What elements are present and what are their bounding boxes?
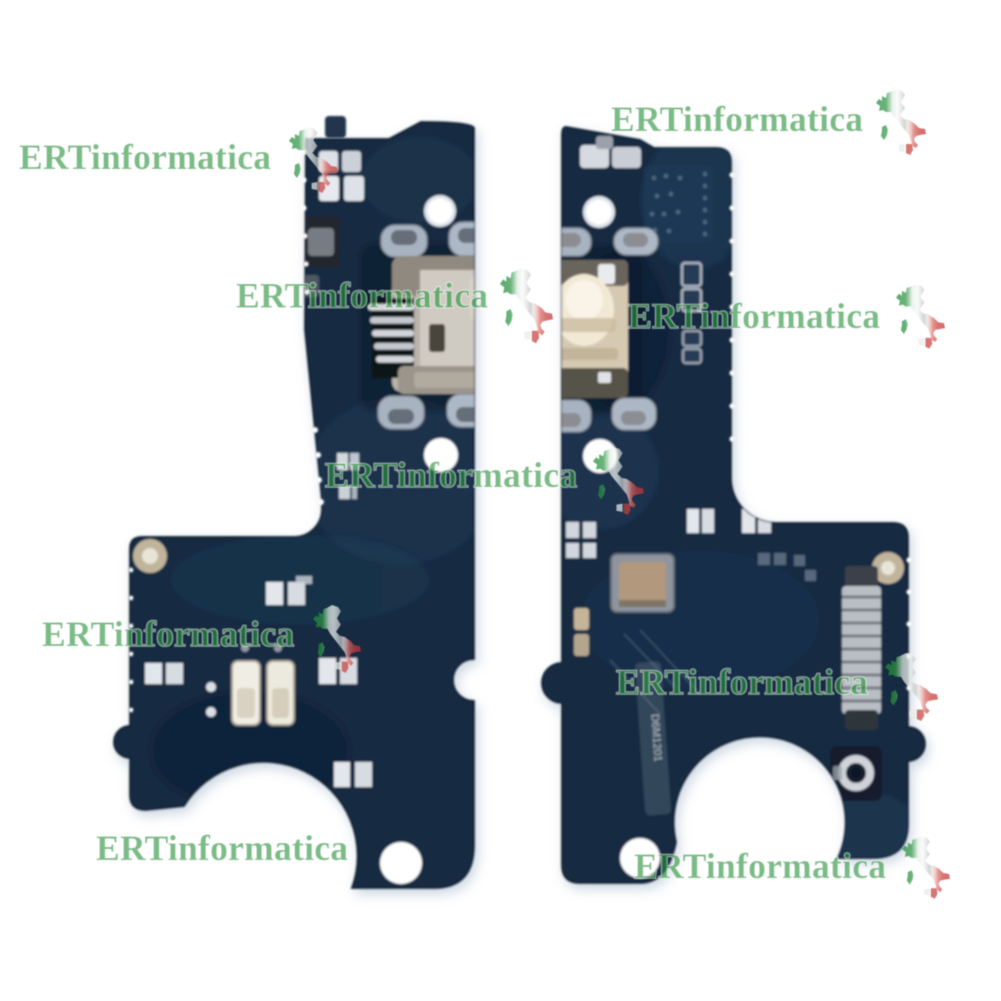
svg-text:ERTinformatica: ERTinformatica <box>634 846 886 886</box>
svg-text:ERTinformatica: ERTinformatica <box>628 296 880 336</box>
svg-text:ERTinformatica: ERTinformatica <box>325 455 577 495</box>
svg-text:ERTinformatica: ERTinformatica <box>19 137 271 177</box>
svg-text:ERTinformatica: ERTinformatica <box>42 614 294 654</box>
svg-text:ERTinformatica: ERTinformatica <box>616 662 868 702</box>
svg-text:ERTinformatica: ERTinformatica <box>96 828 348 868</box>
svg-text:ERTinformatica: ERTinformatica <box>611 99 863 139</box>
svg-text:D6M1201: D6M1201 <box>648 714 663 762</box>
svg-text:ERTinformatica: ERTinformatica <box>236 276 488 316</box>
